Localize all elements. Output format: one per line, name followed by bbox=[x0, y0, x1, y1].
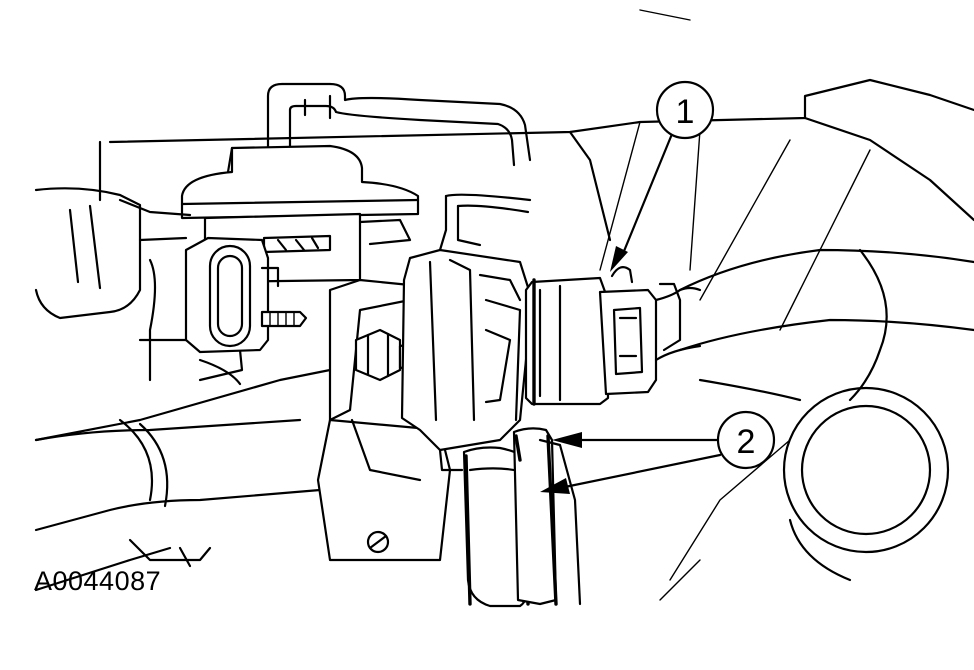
wiring-harness bbox=[678, 248, 974, 402]
callout-1-label: 1 bbox=[676, 93, 695, 131]
mounting-stud bbox=[260, 310, 308, 328]
callout-2-label: 2 bbox=[737, 423, 756, 461]
position-sensor-connector bbox=[184, 236, 280, 354]
callout-2: 2 bbox=[540, 410, 776, 494]
callout-2-arrowhead-upper bbox=[552, 432, 582, 448]
figure-identifier: A0044087 bbox=[34, 566, 162, 596]
coolant-hose bbox=[34, 418, 322, 568]
vacuum-hose bbox=[266, 82, 532, 167]
callout-1-arrowhead bbox=[610, 246, 628, 272]
background-structure bbox=[34, 9, 974, 601]
pressure-sensor-body bbox=[400, 193, 534, 452]
electrical-connector bbox=[524, 266, 702, 406]
callout-1: 1 bbox=[610, 80, 715, 272]
round-hose-end bbox=[698, 378, 950, 582]
mounting-bracket bbox=[316, 278, 452, 562]
vacuum-lines bbox=[438, 427, 582, 608]
throttle-body-housing bbox=[34, 187, 244, 386]
callout-2-arrowhead-lower bbox=[540, 478, 570, 494]
